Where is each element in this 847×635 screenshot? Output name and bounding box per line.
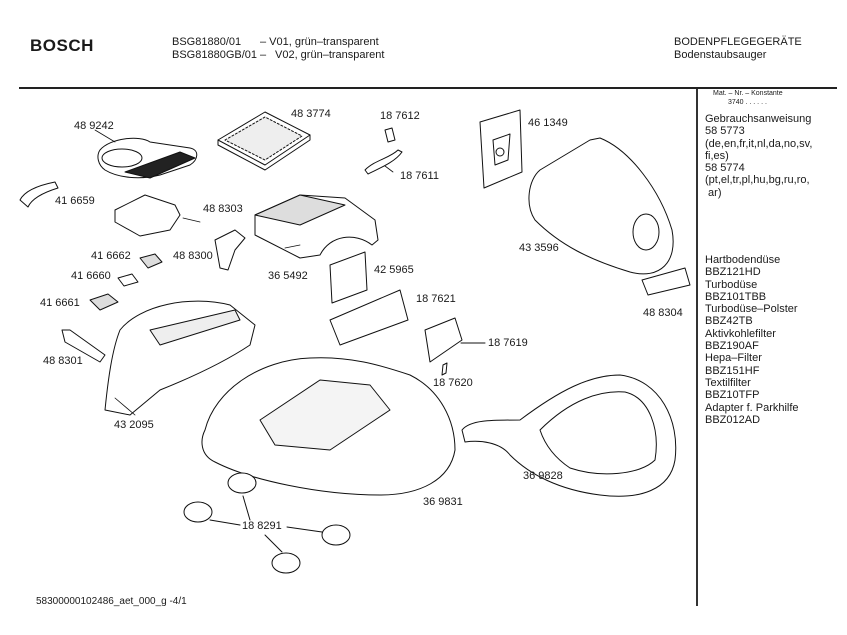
sidebar-divider [696,89,698,606]
accessory-code: BBZ42TB [705,315,753,328]
part-label: 48 8304 [643,307,683,319]
part-drawing-425965 [329,251,368,304]
accessories-block: Hartbodendüse BBZ121HD Turbodüse BBZ101T… [705,254,799,426]
part-label: 18 7611 [400,170,439,182]
part-label: 46 1349 [528,117,568,129]
part-drawing-365492 [254,194,379,259]
part-drawing-187621 [329,289,409,346]
accessory-name: Hepa–Filter [705,352,762,365]
part-drawing-188291 [183,472,351,574]
part-label: 18 7619 [488,337,528,349]
part-label: 48 8301 [43,355,83,367]
part-drawing-488300 [214,229,246,271]
part-drawing-488304 [641,267,691,296]
part-drawing-488301 [61,329,106,363]
part-drawing-187611 [364,149,403,175]
document-id: 58300000102486_aet_000_g -4/1 [36,596,187,607]
accessory-code: BBZ190AF [705,340,759,353]
accessory-name: Aktivkohlefilter [705,327,776,340]
accessory-name: Hartbodendüse [705,254,781,266]
part-label: 42 5965 [374,264,414,276]
part-label: 18 7621 [416,293,456,305]
subcategory-title: Bodenstaubsauger [674,49,767,61]
accessory-code: BBZ10TFP [705,389,760,402]
accessory-code: BBZ151HF [705,364,760,377]
part-label: 41 6660 [71,270,111,282]
part-drawing-489242 [97,137,198,179]
part-label: 41 6662 [91,250,131,262]
manual-line: Gebrauchsanweisung [705,113,812,125]
part-label: 43 3596 [519,242,559,254]
mat-value: 3740 . . . . . . [728,99,767,106]
part-label: 48 8300 [173,250,213,262]
part-drawing-416662 [139,253,163,269]
category-title: BODENPFLEGEGERÄTE [674,36,802,48]
part-drawing-187620 [441,362,448,376]
manual-line: (de,en,fr,it,nl,da,no,sv, [705,137,813,150]
accessory-code: BBZ012AD [705,413,761,426]
part-label: 41 6661 [40,297,80,309]
part-label: 36 9828 [523,470,563,482]
part-drawing-369831 [201,357,456,496]
manual-line: 58 5774 [705,162,745,175]
manual-line: fi,es) [705,149,729,162]
part-label: 48 8303 [203,203,243,215]
mat-label: Mat. – Nr. – Konstante [713,90,783,97]
part-drawing-483774 [217,111,311,171]
part-drawing-416660 [117,273,139,287]
manual-line: 58 5773 [705,125,745,138]
part-drawing-461349 [479,109,523,189]
part-drawing-416661 [89,293,119,311]
model-number-1: BSG81880/01 [172,36,242,48]
part-label: 18 7620 [433,377,473,389]
model-number-2: BSG81880GB/01 – [172,49,267,61]
part-drawing-432095 [104,300,256,416]
part-drawing-433596 [528,137,674,275]
part-drawing-369828 [461,374,677,497]
part-label: 48 3774 [291,108,331,120]
part-drawing-488303 [114,194,181,237]
part-label: 18 7612 [380,110,420,122]
accessory-name: Textilfilter [705,376,751,389]
part-label: 36 9831 [423,496,463,508]
manual-block: Gebrauchsanweisung 58 5773 (de,en,fr,it,… [705,113,812,199]
accessory-name: Adapter f. Parkhilfe [705,401,799,414]
manual-line: (pt,el,tr,pl,hu,bg,ru,ro, [705,174,810,187]
model-variant-1: – V01, grün–transparent [260,36,379,48]
part-label: 36 5492 [268,270,308,282]
part-label: 41 6659 [55,195,95,207]
header-divider [19,87,837,89]
part-label: 18 8291 [242,520,282,532]
leader-lines [94,129,394,416]
part-label: 48 9242 [74,120,114,132]
part-drawing-187612 [384,127,396,143]
part-label: 43 2095 [114,419,154,431]
part-drawing-187619 [424,317,463,363]
part-drawing-416659 [19,181,59,208]
model-variant-2: V02, grün–transparent [275,49,385,61]
accessory-code: BBZ121HD [705,266,761,279]
manual-line: ar) [705,186,722,199]
accessory-code: BBZ101TBB [705,290,767,303]
accessory-name: Turbodüse–Polster [705,303,798,316]
brand-logo: BOSCH [30,36,94,55]
accessory-name: Turbodüse [705,278,758,291]
